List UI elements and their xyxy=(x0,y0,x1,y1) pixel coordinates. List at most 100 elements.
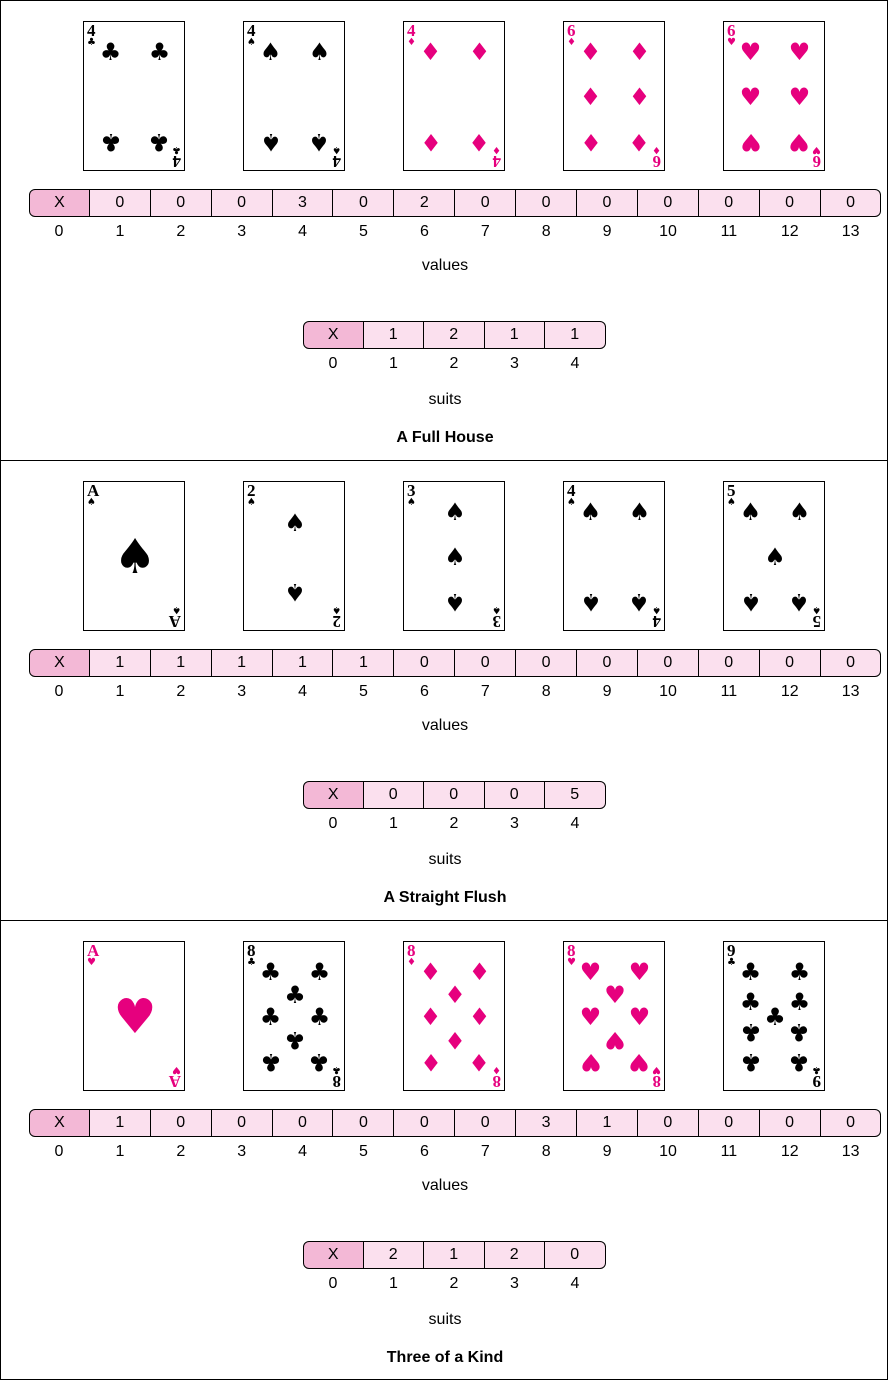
values-index: 11 xyxy=(699,223,759,241)
diamond-icon: ♦ xyxy=(567,38,576,48)
suits-cell: 1 xyxy=(364,321,425,349)
diamond-icon: ♦ xyxy=(407,38,416,48)
values-cell: 0 xyxy=(516,649,577,677)
club-icon: ♣ xyxy=(100,40,122,64)
playing-card: 5♠5♠♠♠♠♠♠ xyxy=(723,481,825,631)
club-icon: ♣ xyxy=(764,1005,786,1029)
values-index: 9 xyxy=(577,683,637,701)
values-index: 1 xyxy=(90,683,150,701)
values-array: X1111100000000 xyxy=(29,649,881,677)
values-cell: 0 xyxy=(516,189,577,217)
club-icon: ♣ xyxy=(284,1028,306,1052)
club-icon: ♣ xyxy=(284,983,306,1007)
values-cell: 0 xyxy=(821,1109,882,1137)
playing-card: 4♠4♠♠♠♠♠ xyxy=(243,21,345,171)
values-cell: 0 xyxy=(577,649,638,677)
club-icon: ♣ xyxy=(740,1050,762,1074)
values-index: 10 xyxy=(638,223,698,241)
values-cell: 2 xyxy=(394,189,455,217)
values-index: 13 xyxy=(821,223,881,241)
values-index: 2 xyxy=(151,223,211,241)
values-cell: 0 xyxy=(760,1109,821,1137)
club-icon: ♣ xyxy=(260,1005,282,1029)
club-icon: ♣ xyxy=(309,1050,331,1074)
playing-card: 4♦4♦♦♦♦♦ xyxy=(403,21,505,171)
suits-index: 0 xyxy=(303,815,363,833)
hand-panel: 4♣4♣♣♣♣♣4♠4♠♠♠♠♠4♦4♦♦♦♦♦6♦6♦♦♦♦♦♦♦6♥6♥♥♥… xyxy=(0,0,888,460)
hand-title: A Straight Flush xyxy=(1,889,889,907)
heart-icon: ♥ xyxy=(740,85,762,109)
card-rank: 5 xyxy=(813,613,822,630)
heart-icon: ♥ xyxy=(172,1064,181,1074)
hand-panel: A♥A♥♥8♣8♣♣♣♣♣♣♣♣♣8♦8♦♦♦♦♦♦♦♦♦8♥8♥♥♥♥♥♥♥♥… xyxy=(0,920,888,1380)
club-icon: ♣ xyxy=(740,960,762,984)
values-index: 8 xyxy=(516,223,576,241)
spade-icon: ♠ xyxy=(309,40,331,64)
suits-label: suits xyxy=(1,1311,889,1329)
spade-icon: ♠ xyxy=(309,130,331,154)
suits-index: 1 xyxy=(364,1275,424,1293)
club-icon: ♣ xyxy=(789,1050,811,1074)
suits-index: 2 xyxy=(424,355,484,373)
playing-card: A♥A♥♥ xyxy=(83,941,185,1091)
values-index: 0 xyxy=(29,683,89,701)
suits-label: suits xyxy=(1,391,889,409)
heart-icon: ♥ xyxy=(629,1050,651,1074)
card-corner-rotated: 2♠ xyxy=(327,598,341,630)
spade-icon: ♠ xyxy=(260,130,282,154)
card-rank: 2 xyxy=(333,613,342,630)
values-cell: 1 xyxy=(333,649,394,677)
suits-index: 3 xyxy=(485,815,545,833)
values-cell: 0 xyxy=(638,189,699,217)
heart-icon: ♥ xyxy=(604,983,626,1007)
spade-icon: ♠ xyxy=(260,40,282,64)
card-rank: 8 xyxy=(493,1073,502,1090)
values-index: 3 xyxy=(212,683,272,701)
values-index: 13 xyxy=(821,1143,881,1161)
values-cell: 1 xyxy=(273,649,334,677)
suits-index: 4 xyxy=(545,1275,605,1293)
suits-array: X2120 xyxy=(303,1241,606,1269)
heart-icon: ♥ xyxy=(629,1005,651,1029)
spade-icon: ♠ xyxy=(407,498,416,508)
diamond-icon: ♦ xyxy=(629,130,651,154)
playing-card: 4♠4♠♠♠♠♠ xyxy=(563,481,665,631)
heart-icon: ♥ xyxy=(727,38,736,48)
hand-title: Three of a Kind xyxy=(1,1349,889,1367)
values-array: X1000000310000 xyxy=(29,1109,881,1137)
suits-label: suits xyxy=(1,851,889,869)
spade-icon: ♠ xyxy=(444,545,466,569)
spade-icon: ♠ xyxy=(332,144,341,154)
values-cell: 1 xyxy=(90,649,151,677)
values-label: values xyxy=(1,717,889,735)
playing-card: 6♦6♦♦♦♦♦♦♦ xyxy=(563,21,665,171)
spade-icon: ♠ xyxy=(580,500,602,524)
values-index: 6 xyxy=(394,683,454,701)
suits-array: X1211 xyxy=(303,321,606,349)
card-rank: 4 xyxy=(173,153,182,170)
suits-index: 1 xyxy=(364,815,424,833)
heart-icon: ♥ xyxy=(580,960,602,984)
club-icon: ♣ xyxy=(789,960,811,984)
values-index: 11 xyxy=(699,1143,759,1161)
spade-icon: ♠ xyxy=(284,580,306,604)
playing-card: 2♠2♠♠♠ xyxy=(243,481,345,631)
values-cell: X xyxy=(29,189,90,217)
values-cell: X xyxy=(29,649,90,677)
heart-icon: ♥ xyxy=(580,1050,602,1074)
heart-icon: ♥ xyxy=(789,85,811,109)
values-index: 4 xyxy=(273,1143,333,1161)
card-rank: 4 xyxy=(333,153,342,170)
heart-icon: ♥ xyxy=(580,1005,602,1029)
values-index: 5 xyxy=(334,683,394,701)
club-icon: ♣ xyxy=(789,1020,811,1044)
heart-icon: ♥ xyxy=(812,144,821,154)
diamond-icon: ♦ xyxy=(420,40,442,64)
diamond-icon: ♦ xyxy=(580,85,602,109)
values-index: 12 xyxy=(760,683,820,701)
spade-icon: ♠ xyxy=(444,500,466,524)
playing-card: 6♥6♥♥♥♥♥♥♥ xyxy=(723,21,825,171)
values-index: 10 xyxy=(638,683,698,701)
playing-card: 3♠3♠♠♠♠ xyxy=(403,481,505,631)
card-rank: 6 xyxy=(653,153,662,170)
